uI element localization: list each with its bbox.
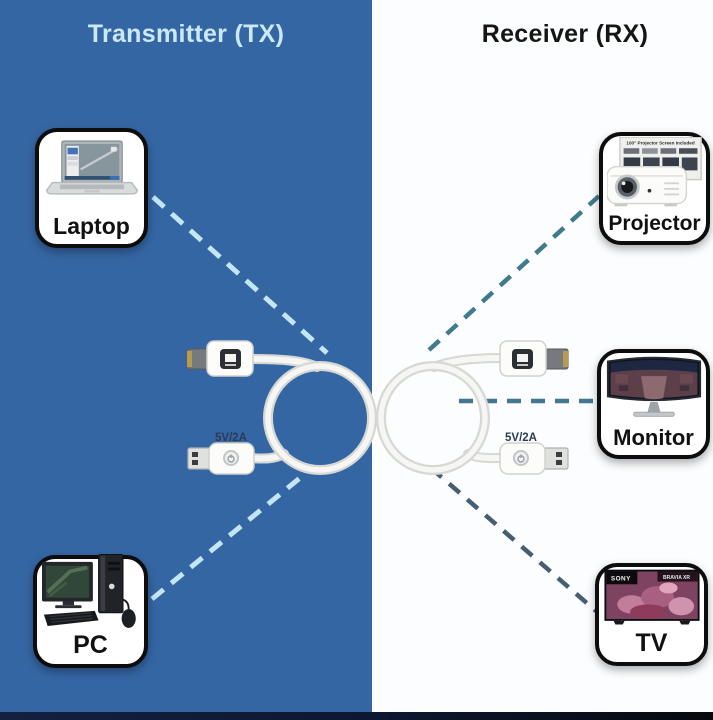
pc-icon [39, 553, 142, 632]
device-card-laptop: Laptop [35, 128, 148, 248]
device-card-projector: 100" Projector Screen Included [599, 132, 710, 245]
transmitter-title: Transmitter (TX) [87, 20, 285, 48]
receiver-title: Receiver (RX) [481, 20, 649, 48]
pc-label: PC [73, 630, 108, 659]
footer-strip [0, 712, 713, 720]
tv-icon: SONY BRAVIA XR [601, 566, 702, 630]
tv-label: TV [635, 628, 668, 657]
monitor-icon [603, 354, 704, 426]
tv-brand-text: SONY [610, 575, 630, 582]
laptop-icon [41, 138, 142, 214]
projector-poster-text: 100" Projector Screen Included [626, 140, 694, 145]
projector-icon: 100" Projector Screen Included [605, 136, 704, 213]
projector-label: Projector [608, 211, 701, 235]
monitor-label: Monitor [613, 424, 694, 450]
device-card-pc: PC [33, 553, 148, 668]
laptop-label: Laptop [53, 212, 130, 239]
device-card-tv: SONY BRAVIA XR TV [595, 563, 708, 666]
tv-model-text: BRAVIA XR [662, 575, 689, 581]
device-card-monitor: Monitor [597, 349, 710, 459]
